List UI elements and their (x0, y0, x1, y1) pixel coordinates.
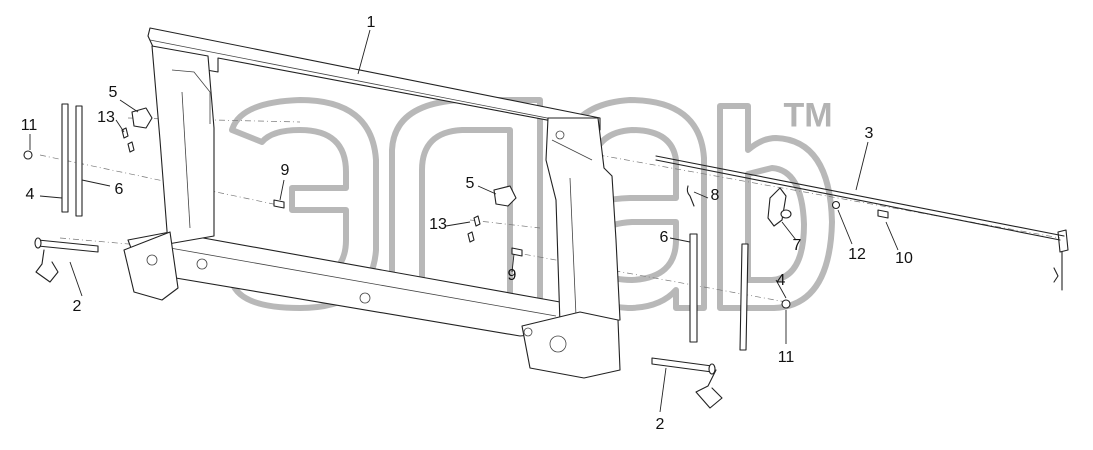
callout-6-right: 6 (659, 229, 669, 246)
callout-1: 1 (366, 14, 376, 31)
callout-11-left: 11 (20, 117, 38, 134)
fasteners (23, 127, 889, 309)
callout-3: 3 (864, 125, 874, 142)
callout-7: 7 (792, 237, 802, 254)
callout-2-right: 2 (655, 416, 665, 433)
callout-4-left: 4 (25, 186, 35, 203)
callout-8: 8 (710, 187, 720, 204)
callout-12: 12 (848, 246, 866, 263)
latch-part-7 (767, 187, 792, 227)
callout-9-left: 9 (280, 162, 290, 179)
strip-part-6 (75, 105, 698, 343)
callout-11-right: 11 (777, 349, 795, 366)
main-frame (123, 27, 621, 379)
callout-5-left: 5 (108, 84, 118, 101)
callout-9-right: 9 (507, 267, 517, 284)
callout-13-left: 13 (97, 109, 115, 126)
callout-4-right: 4 (776, 272, 786, 289)
callout-2-left: 2 (72, 298, 82, 315)
watermark-trademark: TM (783, 96, 833, 135)
strip-part-4 (61, 103, 749, 351)
rod-part-3 (655, 155, 1069, 291)
callout-5-right: 5 (465, 175, 475, 192)
leader-lines (29, 29, 899, 413)
callout-13-right: 13 (429, 216, 447, 233)
callout-6-left: 6 (114, 181, 124, 198)
callout-10: 10 (895, 250, 913, 267)
bracket-part-5 (131, 107, 517, 207)
pin-part-2 (34, 237, 723, 409)
